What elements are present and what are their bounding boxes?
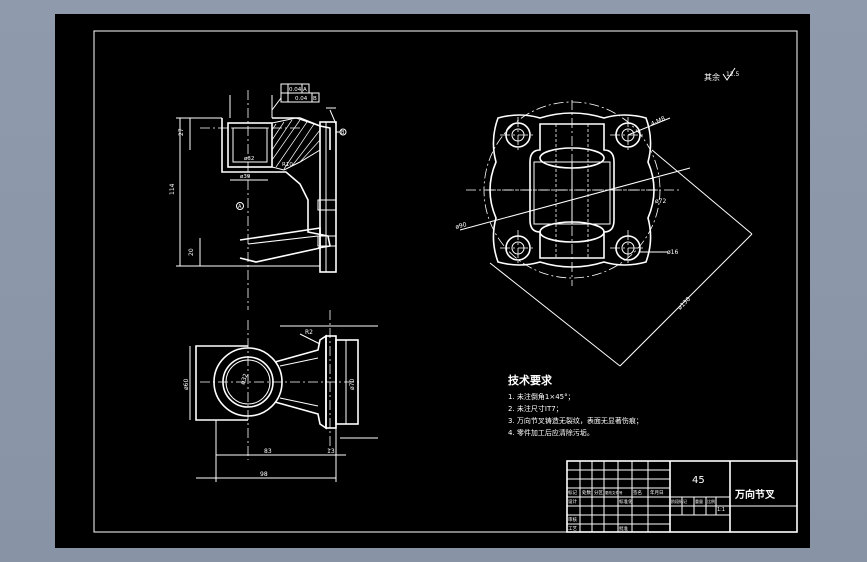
tb-row-process: 工艺 (568, 526, 577, 532)
flange-view (459, 100, 753, 367)
datum-a-ref: A (303, 87, 307, 93)
tb-col-date: 年月日 (650, 489, 664, 496)
dim-bore-top-view: ø32 (239, 372, 250, 385)
drawing-sheet (55, 14, 810, 548)
note-1: 1. 未注倒角1×45°； (508, 392, 575, 401)
note-4: 4. 零件加工后应清除污垢。 (508, 428, 594, 437)
tb-weight: 重量 (695, 498, 703, 504)
scale: 1:1 (717, 507, 725, 513)
dim-70: ø70 (349, 379, 356, 390)
note-3: 3. 万向节叉铸造无裂纹，表面无显著伤痕； (508, 416, 643, 425)
tb-col-zone: 分区 (594, 489, 603, 496)
title-block (566, 460, 798, 533)
hatch-pattern (271, 119, 321, 170)
datum-a-marker: A (238, 204, 242, 210)
notes-heading: 技术要求 (508, 373, 553, 387)
tb-stage: 阶段标记 (671, 498, 687, 504)
dim-114: 114 (169, 183, 176, 195)
dim-bore-label: ø32 (244, 156, 254, 162)
tb-col-count: 处数 (582, 489, 591, 496)
tb-approve: 批准 (619, 525, 628, 532)
dim-bore-top: ø39 (240, 174, 251, 180)
material: 45 (692, 475, 705, 486)
dim-16: ø16 (667, 249, 678, 256)
dim-130: ø130 (676, 296, 692, 312)
dim-4m8: 4-M8 (650, 115, 667, 128)
note-2: 2. 未注尺寸IT7； (508, 404, 563, 413)
roughness-value: 12.5 (726, 71, 740, 78)
dim-83: 83 (264, 448, 272, 455)
border-frame (93, 30, 798, 533)
dim-r2: R2 (305, 329, 313, 336)
tolerance-1: 0.04 (289, 87, 302, 93)
front-section-view (176, 83, 347, 310)
technical-notes: 技术要求 1. 未注倒角1×45°； 2. 未注尺寸IT7； 3. 万向节叉铸造… (508, 373, 643, 437)
datum-b-ref: B (313, 96, 317, 102)
tb-row-mark: 标记 (568, 489, 577, 496)
tb-standard: 标准化 (619, 498, 633, 505)
dim-98: 98 (260, 471, 268, 478)
part-name: 万向节叉 (734, 488, 776, 501)
dim-20: 20 (188, 248, 195, 256)
tb-col-sign: 签名 (633, 489, 642, 496)
roughness-label: 其余 (704, 72, 720, 82)
tb-row-design: 设计 (568, 498, 577, 505)
datum-b-marker: B (341, 130, 345, 136)
dim-r10: R10 (282, 162, 293, 168)
tolerance-2: 0.04 (295, 96, 308, 102)
dim-13: 13 (327, 448, 335, 455)
dim-27: 27 (178, 128, 185, 136)
dim-60: ø60 (183, 379, 190, 390)
dim-72: ø72 (655, 198, 666, 205)
dim-90: ø90 (455, 221, 468, 231)
tb-row-review: 审核 (568, 516, 577, 523)
tb-scale-label: 比例 (707, 498, 715, 504)
roughness-symbol (722, 67, 736, 81)
top-view (189, 310, 378, 482)
tb-col-change: 更改文件号 (605, 490, 623, 495)
